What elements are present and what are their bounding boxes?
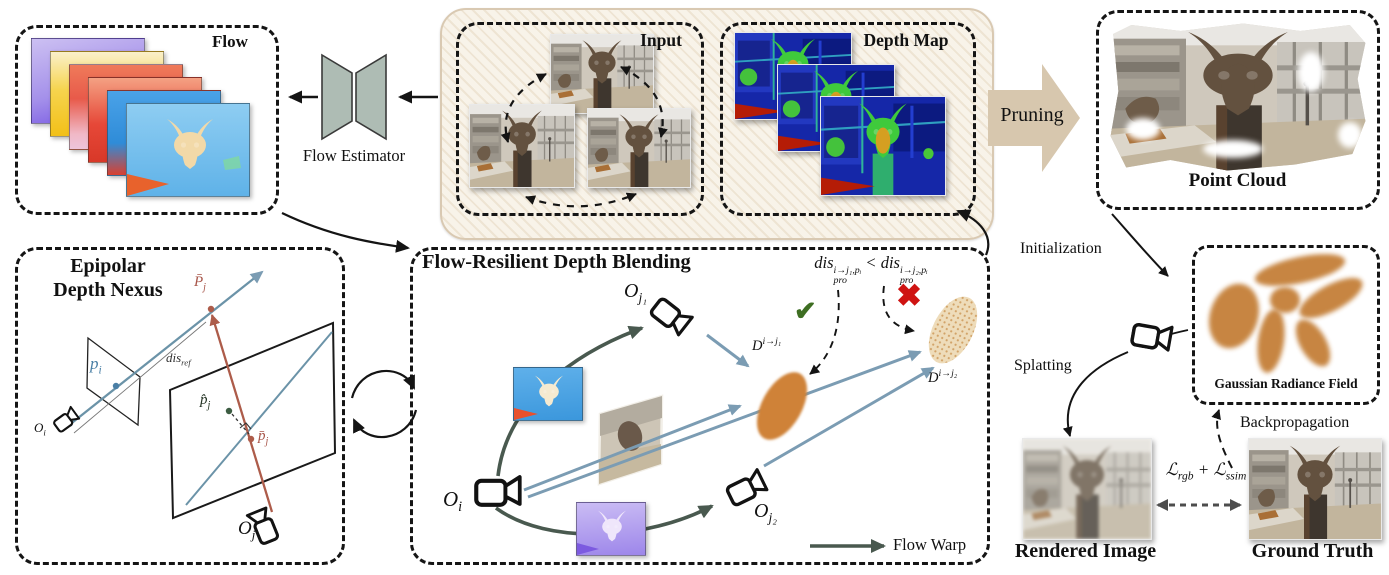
epipolar-title: Epipolar Depth Nexus [53,255,163,301]
flow-warp-legend-label: Flow Warp [893,535,967,554]
arrow-initialization [1111,213,1169,277]
point-cloud-label: Point Cloud [1188,170,1287,191]
flow-thumb-j2 [576,502,646,556]
label-p-bar-j: p̄j [258,428,269,447]
flow-estimator-icon [321,53,387,141]
label-dis-ref: disref [166,350,191,368]
point-cloud-panel [1096,10,1380,210]
label-d1: Di→j₁ [752,336,782,354]
arrow-splatting [1062,351,1129,437]
label-p-hat-j: p̂j [200,392,211,411]
rendered-image-label: Rendered Image [1014,540,1157,562]
ground-truth-image [1248,438,1382,540]
point-cloud-image [1108,22,1368,172]
input-panel-label: Input [640,30,682,50]
flow-panel [15,25,279,215]
label-d2: Di→j₂ [928,368,958,386]
cross-icon: ✖ [896,278,922,313]
depth-map-panel [720,22,976,216]
initialization-label: Initialization [1020,240,1102,257]
depth-panel-label: Depth Map [863,30,949,50]
loss-l2: ℒ [1213,460,1226,479]
label-oj2: Oj₂ [754,500,777,525]
flow-panel-label: Flow [212,32,248,51]
input-panel [456,22,704,216]
label-P-bar-j: P̄j [194,274,207,293]
label-oj1: Oj₁ [624,280,647,305]
input-photo-left [469,104,575,188]
backpropagation-label: Backpropagation [1240,414,1350,431]
flow-estimator-label: Flow Estimator [302,146,406,165]
arrow-flow-to-blending [281,212,410,253]
ground-truth-label: Ground Truth [1251,540,1374,562]
label-pi: pi [90,354,102,377]
label-oi-blending: Oi [443,487,463,516]
label-oi-epipolar: Oi [34,420,46,438]
flow-image-6 [126,103,250,197]
cycle-arrow-top [350,369,415,399]
pruning-label: Pruning [1000,104,1064,126]
blending-panel [410,247,990,565]
loss-l1: ℒ [1165,460,1178,479]
blending-title: Flow-Resilient Depth Blending [422,251,691,273]
flow-thumb-j1 [513,367,583,421]
splatting-label: Splatting [1014,357,1072,374]
label-oj-epipolar: Oj [238,518,256,542]
camera-icon-splatting [1129,319,1174,353]
gaussian-field-label: Gaussian Radiance Field [1214,376,1358,391]
cycle-arrow-bottom [353,409,418,439]
epipolar-panel [15,247,345,565]
check-icon: ✔ [794,296,817,326]
gaussian-field-panel [1192,245,1380,405]
splatting-link [1141,329,1189,345]
rendered-image [1022,438,1152,540]
input-photo-right [587,108,691,188]
depth-map-3 [820,96,946,196]
loss-formula: ℒrgb + ℒssim [1165,460,1247,483]
